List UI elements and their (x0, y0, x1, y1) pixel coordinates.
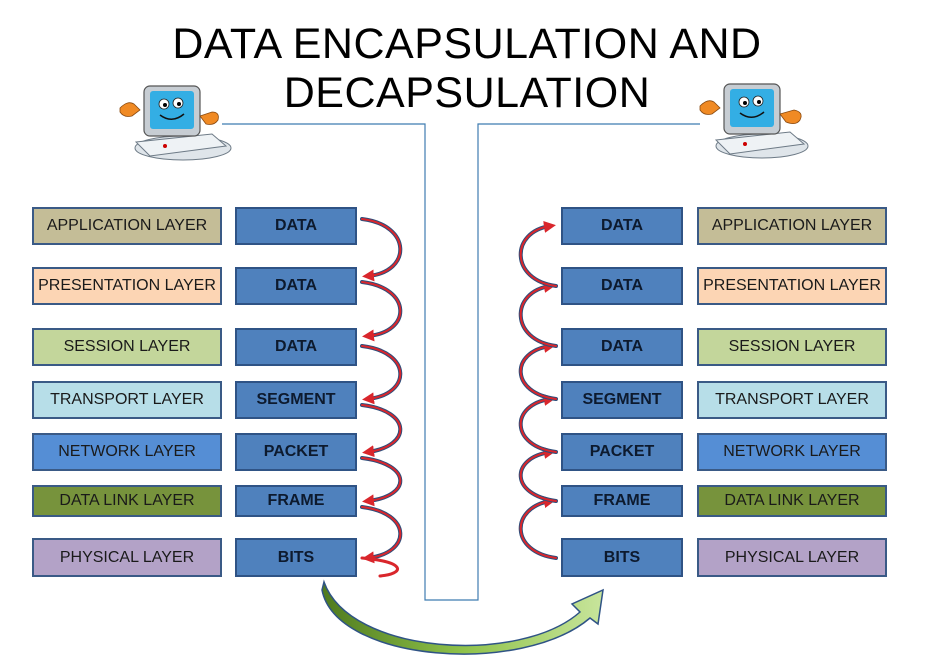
left-pdu-frame: FRAME (235, 485, 357, 517)
layer-label: TRANSPORT LAYER (715, 391, 869, 408)
left-session-layer: SESSION LAYER (32, 328, 222, 366)
network-link-line (222, 123, 700, 601)
page-title: DATA ENCAPSULATION AND DECAPSULATION (172, 20, 762, 117)
left-data-link-layer: DATA LINK LAYER (32, 485, 222, 517)
right-application-layer: APPLICATION LAYER (697, 207, 887, 245)
right-pdu-data-1: DATA (561, 207, 683, 245)
left-pdu-packet: PACKET (235, 433, 357, 471)
pdu-label: DATA (274, 338, 318, 355)
right-pdu-data-3: DATA (561, 328, 683, 366)
pdu-label: FRAME (267, 492, 325, 509)
layer-label: APPLICATION LAYER (46, 217, 208, 234)
left-network-layer: NETWORK LAYER (32, 433, 222, 471)
layer-label: SESSION LAYER (63, 338, 191, 355)
pdu-label: BITS (603, 548, 641, 566)
layer-label: APPLICATION LAYER (711, 217, 873, 234)
left-transport-layer: TRANSPORT LAYER (32, 381, 222, 419)
encapsulation-arrows (360, 217, 403, 578)
left-pdu-segment: SEGMENT (235, 381, 357, 419)
computer-mascot-icon (119, 85, 232, 161)
layer-label: DATA LINK LAYER (59, 492, 195, 509)
pdu-label: DATA (600, 217, 644, 234)
layer-label: NETWORK LAYER (58, 443, 196, 460)
right-pdu-frame: FRAME (561, 485, 683, 517)
layer-label: TRANSPORT LAYER (50, 391, 204, 408)
decapsulation-arrows (518, 220, 558, 560)
left-presentation-layer: PRESENTATION LAYER (32, 267, 222, 305)
layer-label: PRESENTATION LAYER (38, 277, 216, 294)
left-pdu-data-1: DATA (235, 207, 357, 245)
transfer-arrow (321, 579, 604, 655)
right-pdu-segment: SEGMENT (561, 381, 683, 419)
pdu-label: BITS (277, 548, 315, 566)
left-pdu-data-2: DATA (235, 267, 357, 305)
right-network-layer: NETWORK LAYER (697, 433, 887, 471)
layer-label: PHYSICAL LAYER (59, 548, 195, 566)
pdu-label: SEGMENT (256, 391, 336, 408)
left-pdu-bits: BITS (235, 538, 357, 577)
right-pdu-data-2: DATA (561, 267, 683, 305)
layer-label: NETWORK LAYER (723, 443, 861, 460)
right-physical-layer: PHYSICAL LAYER (697, 538, 887, 577)
pdu-label: SEGMENT (582, 391, 662, 408)
pdu-label: DATA (600, 277, 644, 294)
layer-label: PHYSICAL LAYER (724, 548, 860, 566)
computer-mascot-icon (699, 83, 809, 159)
pdu-label: DATA (600, 338, 644, 355)
right-presentation-layer: PRESENTATION LAYER (697, 267, 887, 305)
right-session-layer: SESSION LAYER (697, 328, 887, 366)
layer-label: PRESENTATION LAYER (703, 277, 881, 294)
right-pdu-packet: PACKET (561, 433, 683, 471)
right-transport-layer: TRANSPORT LAYER (697, 381, 887, 419)
layer-label: DATA LINK LAYER (724, 492, 860, 509)
left-application-layer: APPLICATION LAYER (32, 207, 222, 245)
right-data-link-layer: DATA LINK LAYER (697, 485, 887, 517)
left-physical-layer: PHYSICAL LAYER (32, 538, 222, 577)
pdu-label: DATA (274, 217, 318, 234)
pdu-label: DATA (274, 277, 318, 294)
pdu-label: FRAME (593, 492, 651, 509)
right-pdu-bits: BITS (561, 538, 683, 577)
pdu-label: PACKET (263, 443, 329, 460)
pdu-label: PACKET (589, 443, 655, 460)
left-pdu-data-3: DATA (235, 328, 357, 366)
layer-label: SESSION LAYER (728, 338, 856, 355)
